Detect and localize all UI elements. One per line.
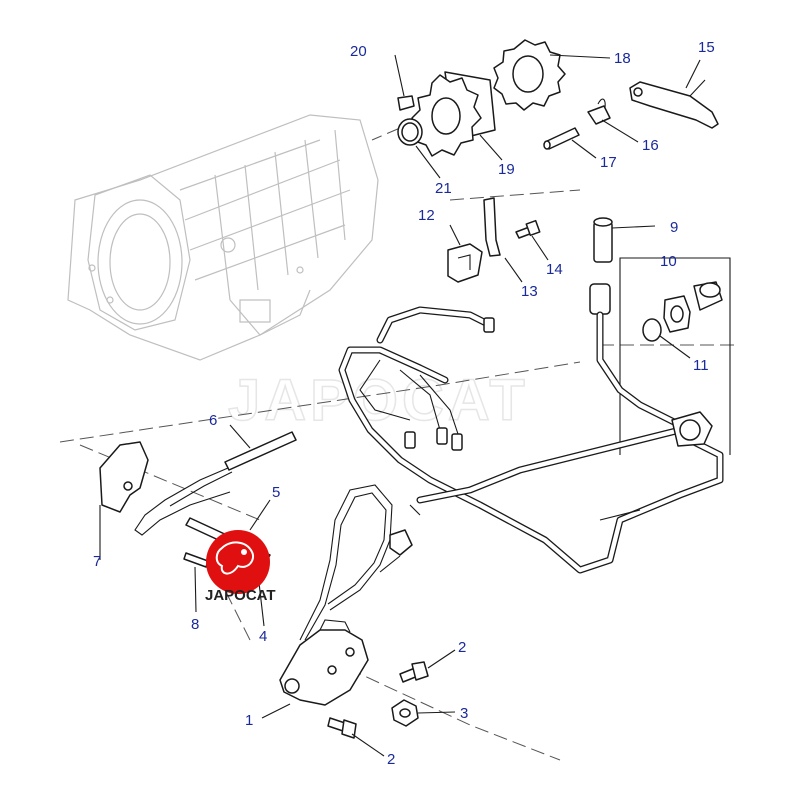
callout-3: 3 bbox=[460, 705, 468, 722]
lever-15 bbox=[629, 79, 719, 129]
callout-11: 11 bbox=[693, 357, 709, 374]
screw-14 bbox=[515, 219, 541, 239]
bracket-13 bbox=[483, 197, 501, 257]
bracket-7 bbox=[99, 441, 149, 513]
callout-8: 8 bbox=[191, 616, 199, 633]
callout-2-upper: 2 bbox=[458, 639, 466, 656]
callout-10: 10 bbox=[660, 253, 677, 270]
bolt-2-lower bbox=[327, 717, 357, 739]
clip-12 bbox=[447, 243, 483, 283]
spring-16 bbox=[587, 98, 611, 125]
callout-20: 20 bbox=[350, 43, 367, 60]
callout-leaders bbox=[99, 54, 701, 757]
o-ring-11 bbox=[642, 318, 662, 342]
callout-12: 12 bbox=[418, 207, 435, 224]
safety-switch-1 bbox=[279, 484, 413, 706]
callout-15: 15 bbox=[698, 39, 715, 56]
kit-10-bracket bbox=[619, 257, 731, 455]
callout-13: 13 bbox=[521, 283, 538, 300]
callout-19: 19 bbox=[498, 161, 515, 178]
cable-6 bbox=[134, 431, 297, 536]
callout-16: 16 bbox=[642, 137, 659, 154]
callout-1: 1 bbox=[245, 712, 253, 729]
pin-17 bbox=[543, 127, 580, 150]
sensor-9 bbox=[589, 217, 613, 315]
nut-3 bbox=[391, 699, 419, 727]
callout-7: 7 bbox=[93, 553, 101, 570]
wiring-harness bbox=[338, 306, 724, 574]
clip-20 bbox=[397, 95, 415, 111]
logo-text: JAPOCAT bbox=[205, 587, 276, 604]
callout-18: 18 bbox=[614, 50, 631, 67]
callout-5: 5 bbox=[272, 484, 280, 501]
japocat-logo: JAPOCAT bbox=[205, 530, 276, 604]
bolt-2-upper bbox=[399, 661, 429, 683]
logo-badge bbox=[206, 530, 270, 594]
sprocket-18 bbox=[493, 39, 566, 111]
circlip-21 bbox=[397, 118, 423, 146]
sprocket-19 bbox=[411, 71, 496, 157]
callout-labels: 20 18 15 16 17 19 21 12 13 14 9 10 11 6 … bbox=[93, 39, 715, 768]
callout-2-lower: 2 bbox=[387, 751, 395, 768]
callout-6: 6 bbox=[209, 412, 217, 429]
connector-10 bbox=[663, 281, 723, 333]
callout-17: 17 bbox=[600, 154, 617, 171]
watermark-text: JAPOCAT bbox=[228, 368, 529, 433]
roll-pin-8 bbox=[183, 552, 209, 568]
callout-9: 9 bbox=[670, 219, 678, 236]
callout-4: 4 bbox=[259, 628, 267, 645]
callout-21: 21 bbox=[435, 180, 452, 197]
transmission-housing-outline bbox=[67, 114, 379, 361]
callout-14: 14 bbox=[546, 261, 563, 278]
